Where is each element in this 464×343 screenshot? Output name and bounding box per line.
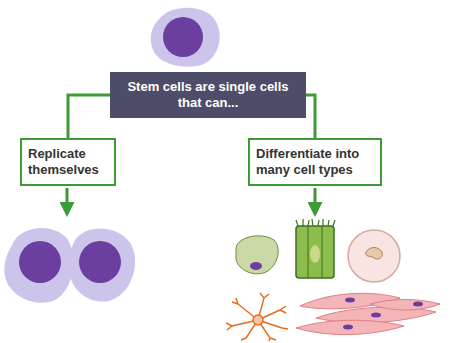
connector-line bbox=[68, 95, 110, 138]
node-text: Differentiate into many cell types bbox=[256, 146, 374, 178]
connector-line bbox=[306, 95, 315, 138]
node-text: Replicate themselves bbox=[28, 146, 108, 178]
differentiated-cells bbox=[226, 219, 440, 341]
arrow bbox=[66, 188, 69, 214]
process-box: Differentiate into many cell types bbox=[248, 138, 382, 186]
daughter-cells bbox=[4, 228, 135, 303]
arrow bbox=[314, 188, 317, 214]
header-box: Stem cells are single cells that can... bbox=[110, 72, 306, 118]
process-box: Replicate themselves bbox=[20, 138, 116, 186]
stem-cell bbox=[151, 8, 220, 67]
node-text: Stem cells are single cells that can... bbox=[117, 79, 299, 111]
